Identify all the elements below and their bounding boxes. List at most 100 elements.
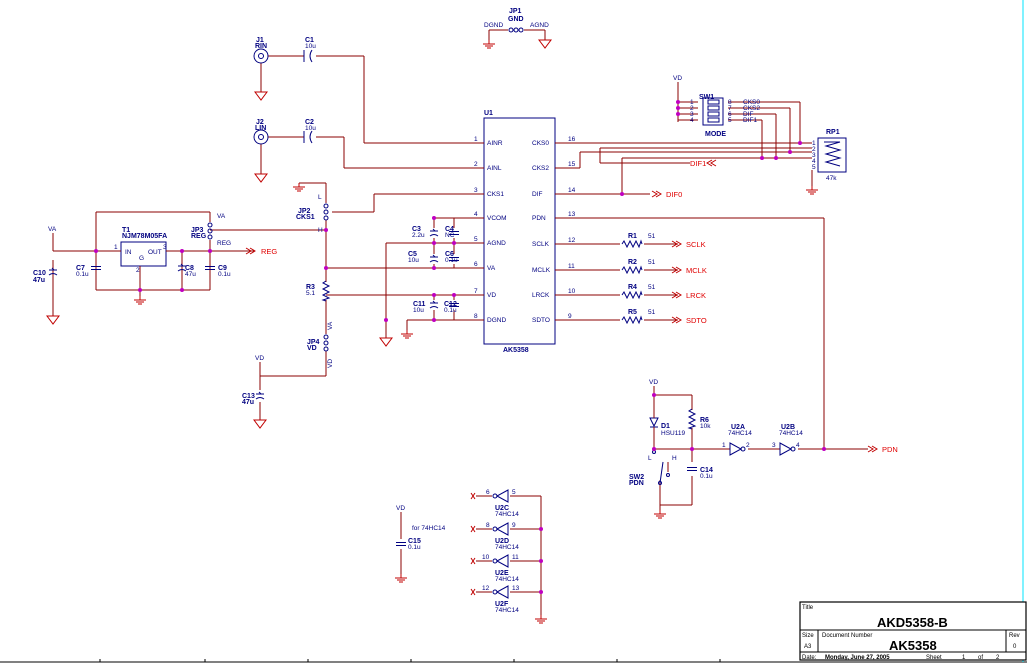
inverter-u2e[interactable]: U2E 74HC14 11 10 (470, 554, 519, 583)
svg-text:3: 3 (812, 152, 816, 159)
inverter-u2c[interactable]: U2C 74HC14 5 6 (470, 489, 519, 518)
va-supply-label: VA (48, 226, 57, 233)
capacitor-c11[interactable]: C11 10u (413, 300, 439, 314)
jumper-jp2[interactable]: L H JP2 CKS1 (296, 194, 329, 234)
capacitor-c4[interactable]: C4 NC (445, 226, 460, 239)
ic-u1[interactable]: U1 AK5358 1AINR2AINL3CKS14VCOM5AGND6VA7V… (474, 110, 576, 354)
capacitor-c13[interactable]: C13 47u (242, 391, 265, 406)
docnum-value: AK5358 (889, 638, 937, 653)
u1-pin-number: 10 (568, 288, 576, 295)
date-value: Monday, June 27, 2005 (825, 655, 890, 661)
regulator-t1[interactable]: T1 NJM78M05FA IN OUT G 1 2 3 (113, 227, 175, 274)
u1-pin-name: AINR (487, 140, 503, 147)
capacitor-c3[interactable]: C3 2.2u (412, 226, 439, 239)
pdn-net-label: PDN (882, 445, 898, 454)
jp2-h-label: H (318, 227, 323, 234)
capacitor-c6[interactable]: C6 0.1u (445, 251, 460, 264)
capacitor-c9[interactable]: C9 0.1u (204, 265, 231, 278)
c10-ref: C10 (33, 270, 46, 277)
of-label: of (978, 655, 983, 661)
resistor-r4[interactable]: R4 51 (621, 284, 656, 299)
for-74hc14-note: for 74HC14 (412, 525, 446, 532)
jp3-va-label: VA (217, 213, 226, 220)
u2e-pin-in: 11 (512, 554, 519, 561)
rp1-ref: RP1 (826, 129, 840, 136)
jumper-jp4[interactable]: VA VD JP4 VD (307, 321, 334, 368)
r1-value: 51 (648, 233, 656, 240)
connector-j1[interactable]: J1 RIN (253, 37, 269, 64)
connector-j2[interactable]: J2 LIN (253, 119, 269, 145)
u2f-pin-out: 12 (482, 585, 490, 592)
sw2-ref: SW2 (629, 474, 644, 481)
c10-value: 47u (33, 277, 45, 284)
c2-value: 10u (305, 125, 316, 132)
capacitor-c14[interactable]: C14 0.1u (686, 467, 713, 480)
capacitor-c7[interactable]: C7 0.1u (76, 265, 102, 278)
t1-pin2: 2 (136, 267, 140, 274)
c6-value: 0.1u (445, 257, 458, 264)
u1-pin-number: 2 (474, 161, 478, 168)
sw1-vd-label: VD (673, 75, 682, 82)
capacitor-c1[interactable]: C1 10u (303, 37, 316, 63)
r6-value: 10k (700, 423, 711, 430)
capacitor-c12[interactable]: C12 0.1u (444, 301, 460, 314)
net-label-lrck: LRCK (671, 291, 706, 300)
capacitor-c5[interactable]: C5 10u (408, 251, 439, 264)
u1-pin-number: 13 (568, 211, 576, 218)
resistor-pack-rp1[interactable]: RP1 47k 1 2 3 4 5 (812, 129, 847, 182)
r3-value: 5.1 (306, 290, 315, 297)
diode-d1[interactable]: D1 HSU119 (649, 412, 685, 437)
t1-gnd-label: G (139, 255, 144, 262)
sheet-value: 1 (962, 655, 966, 661)
u2c-pin-in: 5 (512, 489, 516, 496)
jp3-ref: JP3 (191, 227, 204, 234)
resistor-r3[interactable]: R3 5.1 (306, 280, 330, 302)
u1-pin-number: 4 (474, 211, 478, 218)
vd-supply-label: VD (255, 355, 264, 362)
u1-pin-name: AINL (487, 165, 502, 172)
u1-pin-name: CKS1 (487, 191, 504, 198)
u1-pin-number: 16 (568, 136, 576, 143)
c13-value: 47u (242, 399, 254, 406)
jumper-jp3[interactable]: VA REG JP3 REG (191, 213, 231, 247)
rev-label: Rev (1009, 633, 1020, 639)
c4-ref: C4 (445, 226, 454, 233)
u2c-pin-out: 6 (486, 489, 490, 496)
inverter-u2a[interactable]: U2A 74HC14 1 2 (722, 424, 752, 456)
u2a-pin-out: 2 (746, 442, 750, 449)
resistor-r2[interactable]: R2 51 (621, 259, 656, 274)
sw2-h-label: H (672, 455, 677, 462)
capacitor-c8[interactable]: C8 47u (177, 263, 196, 278)
resistor-r1[interactable]: R1 51 (621, 233, 656, 248)
jp4-vd-label: VD (327, 359, 334, 368)
inverter-u2f[interactable]: U2F 74HC14 13 12 (470, 585, 520, 614)
inverter-u2b[interactable]: U2B 74HC14 3 4 (772, 424, 803, 456)
lrck-net-label: LRCK (686, 291, 706, 300)
capacitor-c10[interactable]: C10 47u (33, 267, 58, 284)
jp2-ref: JP2 (298, 208, 311, 215)
inverter-u2d[interactable]: U2D 74HC14 9 8 (470, 522, 519, 551)
dif1-net-label: DIF1 (690, 159, 706, 168)
capacitor-c15[interactable]: C15 0.1u (395, 538, 421, 551)
u1-pin-number: 3 (474, 187, 478, 194)
r4-value: 51 (648, 284, 656, 291)
c3-value: 2.2u (412, 232, 425, 239)
c5-value: 10u (408, 257, 419, 264)
switch-sw2[interactable]: L H SW2 PDN (629, 450, 677, 488)
r3-ref: R3 (306, 284, 315, 291)
capacitor-c2[interactable]: C2 10u (303, 119, 316, 144)
c2-ref: C2 (305, 119, 314, 126)
resistor-r6[interactable]: R6 10k (688, 408, 711, 430)
c11-value: 10u (413, 307, 424, 314)
u1-pin-name: LRCK (532, 292, 550, 299)
sw1-right-pin: 6 (728, 111, 732, 118)
jumper-jp1[interactable]: JP1 GND DGND AGND (484, 8, 549, 33)
resistor-r5[interactable]: R5 51 (621, 309, 656, 324)
jp1-left-label: DGND (484, 22, 503, 29)
u1-right-pins: 16CKS015CKS214DIF13PDN12SCLK11MCLK10LRCK… (532, 136, 576, 324)
jp2-name: CKS1 (296, 214, 315, 221)
c14-value: 0.1u (700, 473, 713, 480)
r2-value: 51 (648, 259, 656, 266)
